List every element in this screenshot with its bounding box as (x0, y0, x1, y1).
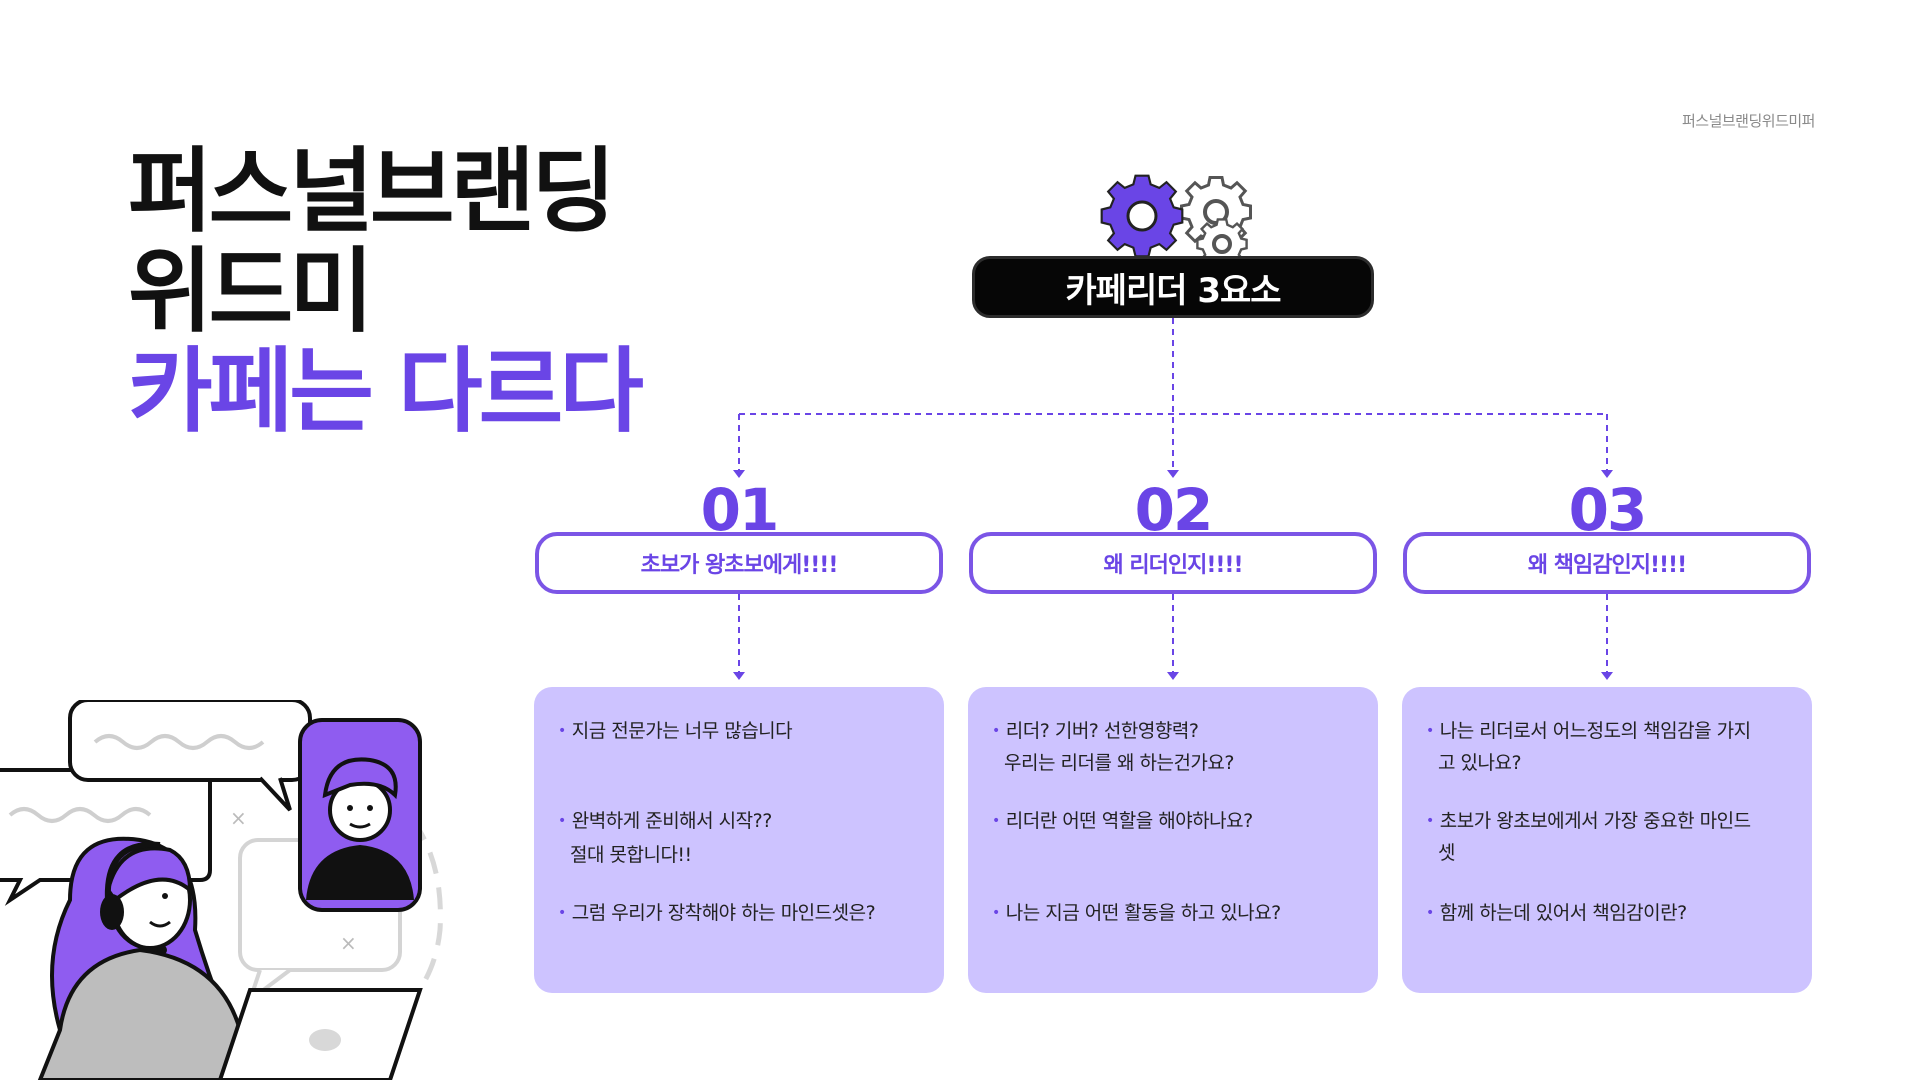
column-number-01: 01 (700, 476, 780, 544)
support-illustration: × × (0, 700, 443, 1080)
svg-text:×: × (230, 806, 247, 830)
list-item: •리더란 어떤 역할을 해야하나요? (992, 810, 1253, 832)
title-block: 퍼스널브랜딩 위드미 카페는 다르다 (128, 138, 644, 445)
title-line-2: 위드미 (128, 238, 374, 345)
list-item: •리더? 기버? 선한영향력? (992, 720, 1199, 742)
column-heading-01: 초보가 왕초보에게!!!! (535, 532, 943, 594)
title-line-1: 퍼스널브랜딩 (128, 138, 616, 245)
list-item: •지금 전문가는 너무 많습니다 (558, 720, 793, 742)
column-heading-02: 왜 리더인지!!!! (969, 532, 1377, 594)
title-line-3: 카페는 다르다 (128, 338, 644, 445)
headset-icon (100, 841, 167, 955)
list-item: 셋 (1438, 842, 1455, 864)
column-heading-03: 왜 책임감인지!!!! (1403, 532, 1811, 594)
root-box: 카페리더 3요소 (972, 256, 1374, 318)
list-item: •완벽하게 준비해서 시작?? (558, 810, 772, 832)
column-card-01: •지금 전문가는 너무 많습니다 •완벽하게 준비해서 시작?? 절대 못합니다… (534, 687, 944, 993)
list-item: •나는 리더로서 어느정도의 책임감을 가지 (1426, 720, 1751, 742)
brand-tag: 퍼스널브랜딩위드미퍼 (1681, 112, 1816, 130)
laptop-icon (217, 988, 423, 1080)
column-card-02: •리더? 기버? 선한영향력? 우리는 리더를 왜 하는건가요? •리더란 어떤… (968, 687, 1378, 993)
list-item: •초보가 왕초보에게서 가장 중요한 마인드 (1426, 810, 1751, 832)
svg-text:×: × (340, 931, 357, 955)
column-number-03: 03 (1568, 476, 1648, 544)
gear-icon (1100, 174, 1252, 260)
column-number-02: 02 (1134, 476, 1214, 544)
column-card-03: •나는 리더로서 어느정도의 책임감을 가지 고 있나요? •초보가 왕초보에게… (1402, 687, 1812, 993)
list-item: •나는 지금 어떤 활동을 하고 있나요? (992, 902, 1281, 924)
list-item: •함께 하는데 있어서 책임감이란? (1426, 902, 1687, 924)
list-item: 고 있나요? (1438, 752, 1522, 774)
list-item: 우리는 리더를 왜 하는건가요? (1004, 752, 1234, 774)
list-item: •그럼 우리가 장착해야 하는 마인드셋은? (558, 902, 876, 924)
list-item: 절대 못합니다!! (570, 844, 692, 866)
